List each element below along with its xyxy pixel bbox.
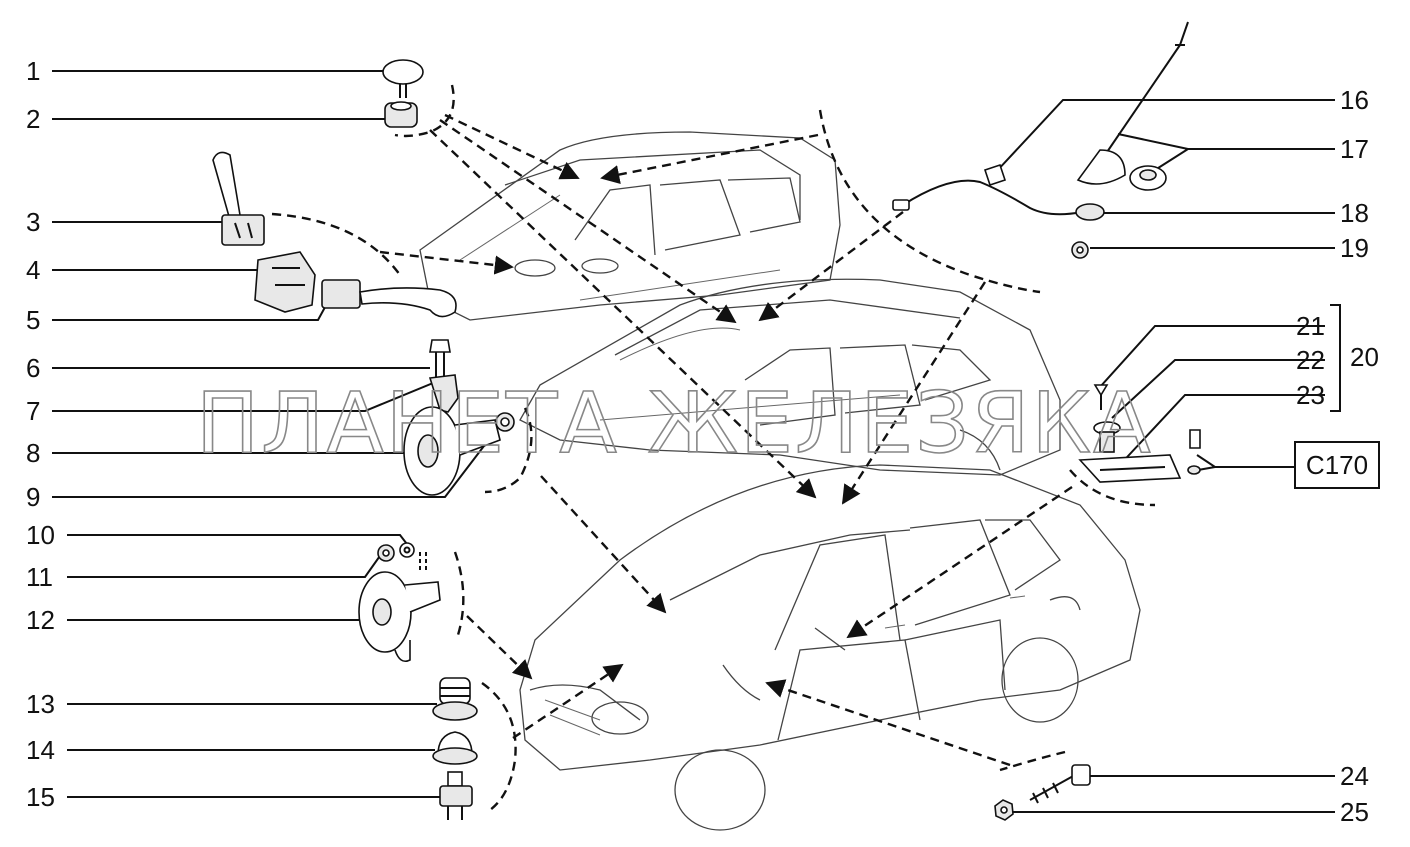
- part-9-nut: [495, 412, 515, 432]
- right-callout-numbers: 16 17 18 19 21 22 23 20 24 25: [1296, 85, 1379, 827]
- car-sedan-bottom: [519, 464, 1141, 831]
- callout-1: 1: [26, 56, 40, 86]
- part-2-nut: [384, 101, 418, 128]
- callout-3: 3: [26, 207, 40, 237]
- part-c170-fasteners: [1187, 429, 1201, 475]
- callout-6: 6: [26, 353, 40, 383]
- callout-4: 4: [26, 255, 40, 285]
- callout-15: 15: [26, 782, 55, 812]
- callout-21: 21: [1296, 311, 1325, 341]
- callout-12: 12: [26, 605, 55, 635]
- group-boundaries: [271, 84, 1156, 811]
- car-liftback-middle: [519, 278, 1061, 476]
- callout-5: 5: [26, 305, 40, 335]
- callout-20: 20: [1350, 342, 1379, 372]
- callout-22: 22: [1296, 345, 1325, 375]
- part-22-latch: [1093, 421, 1121, 453]
- part-18-antenna-cable: [892, 179, 1105, 221]
- callout-25: 25: [1340, 797, 1369, 827]
- c170-label-box: C170: [1294, 441, 1380, 489]
- watermark: ПЛАНЕТА ЖЕЛЕЗЯКА: [196, 374, 1153, 472]
- left-callout-lines: [52, 70, 501, 798]
- callout-9: 9: [26, 482, 40, 512]
- part-23-bracket: [1078, 454, 1182, 483]
- part-12-horn: [358, 571, 441, 663]
- part-17-antenna: [1076, 21, 1189, 191]
- mounting-arrows: [379, 113, 1073, 767]
- part-19-nut: [1071, 241, 1089, 259]
- part-10-washer: [399, 542, 427, 570]
- callout-8: 8: [26, 438, 40, 468]
- callout-2: 2: [26, 104, 40, 134]
- part-15-switch: [439, 771, 473, 820]
- part-14-boot: [432, 731, 478, 765]
- part-11-nut: [377, 544, 395, 562]
- part-21-screw: [1093, 384, 1109, 410]
- part-16-clip: [983, 163, 1007, 187]
- callout-11: 11: [26, 562, 53, 592]
- callout-13: 13: [26, 689, 55, 719]
- c170-label: C170: [1306, 450, 1368, 480]
- callout-17: 17: [1340, 134, 1369, 164]
- callout-16: 16: [1340, 85, 1369, 115]
- part-25-nut: [994, 799, 1014, 821]
- callout-19: 19: [1340, 233, 1369, 263]
- part-3-wiper-switch: [212, 151, 265, 246]
- part-13-button: [432, 677, 478, 721]
- part-8-horn: [403, 406, 501, 496]
- left-callout-numbers: 1 2 3 4 5 6 7 8 9 10 11 12 13 14 15: [26, 56, 55, 812]
- part-1-cap: [382, 59, 424, 98]
- callout-7: 7: [26, 396, 40, 426]
- part-24-sensor: [1029, 764, 1091, 804]
- part-4-switch-housing: [254, 251, 316, 313]
- part-7-bracket: [428, 374, 459, 413]
- part-5-light-switch: [321, 279, 457, 318]
- right-callout-lines: [994, 99, 1341, 813]
- callout-23: 23: [1296, 380, 1325, 410]
- callout-14: 14: [26, 735, 55, 765]
- callout-24: 24: [1340, 761, 1369, 791]
- car-hatchback-top: [419, 131, 841, 321]
- part-6-bolt: [429, 339, 451, 378]
- callout-18: 18: [1340, 198, 1369, 228]
- callout-10: 10: [26, 520, 55, 550]
